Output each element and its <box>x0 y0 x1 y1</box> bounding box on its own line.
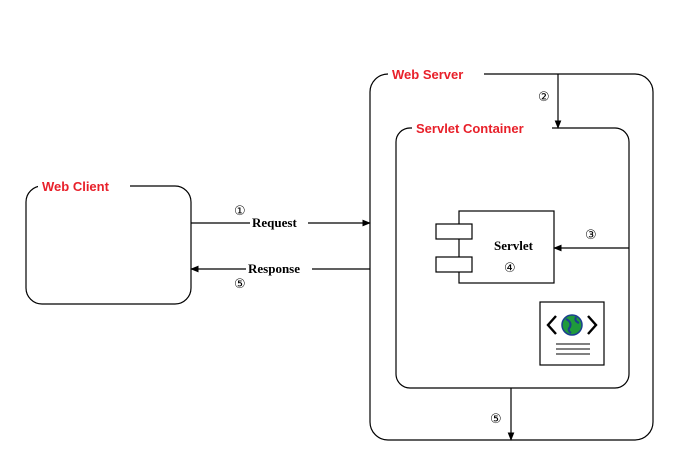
step-out-of-server: ⑤ <box>490 412 502 427</box>
step-into-servlet: ③ <box>585 228 597 243</box>
request-label: Request <box>252 215 297 230</box>
step-request: ① <box>234 204 246 219</box>
globe-icon <box>561 314 583 336</box>
step-into-container: ② <box>538 90 550 105</box>
step-response: ⑤ <box>234 277 246 292</box>
web-client-box <box>25 185 192 305</box>
component-icon <box>435 223 473 273</box>
web-server-label: Web Server <box>392 67 463 82</box>
servlet-component: Servlet ④ <box>435 210 555 284</box>
servlet-label: Servlet <box>494 238 534 253</box>
servlet-container-label: Servlet Container <box>416 121 524 136</box>
web-page-icon <box>539 301 605 366</box>
step-servlet: ④ <box>504 261 516 276</box>
web-client-label: Web Client <box>42 179 110 194</box>
response-label: Response <box>248 261 300 276</box>
